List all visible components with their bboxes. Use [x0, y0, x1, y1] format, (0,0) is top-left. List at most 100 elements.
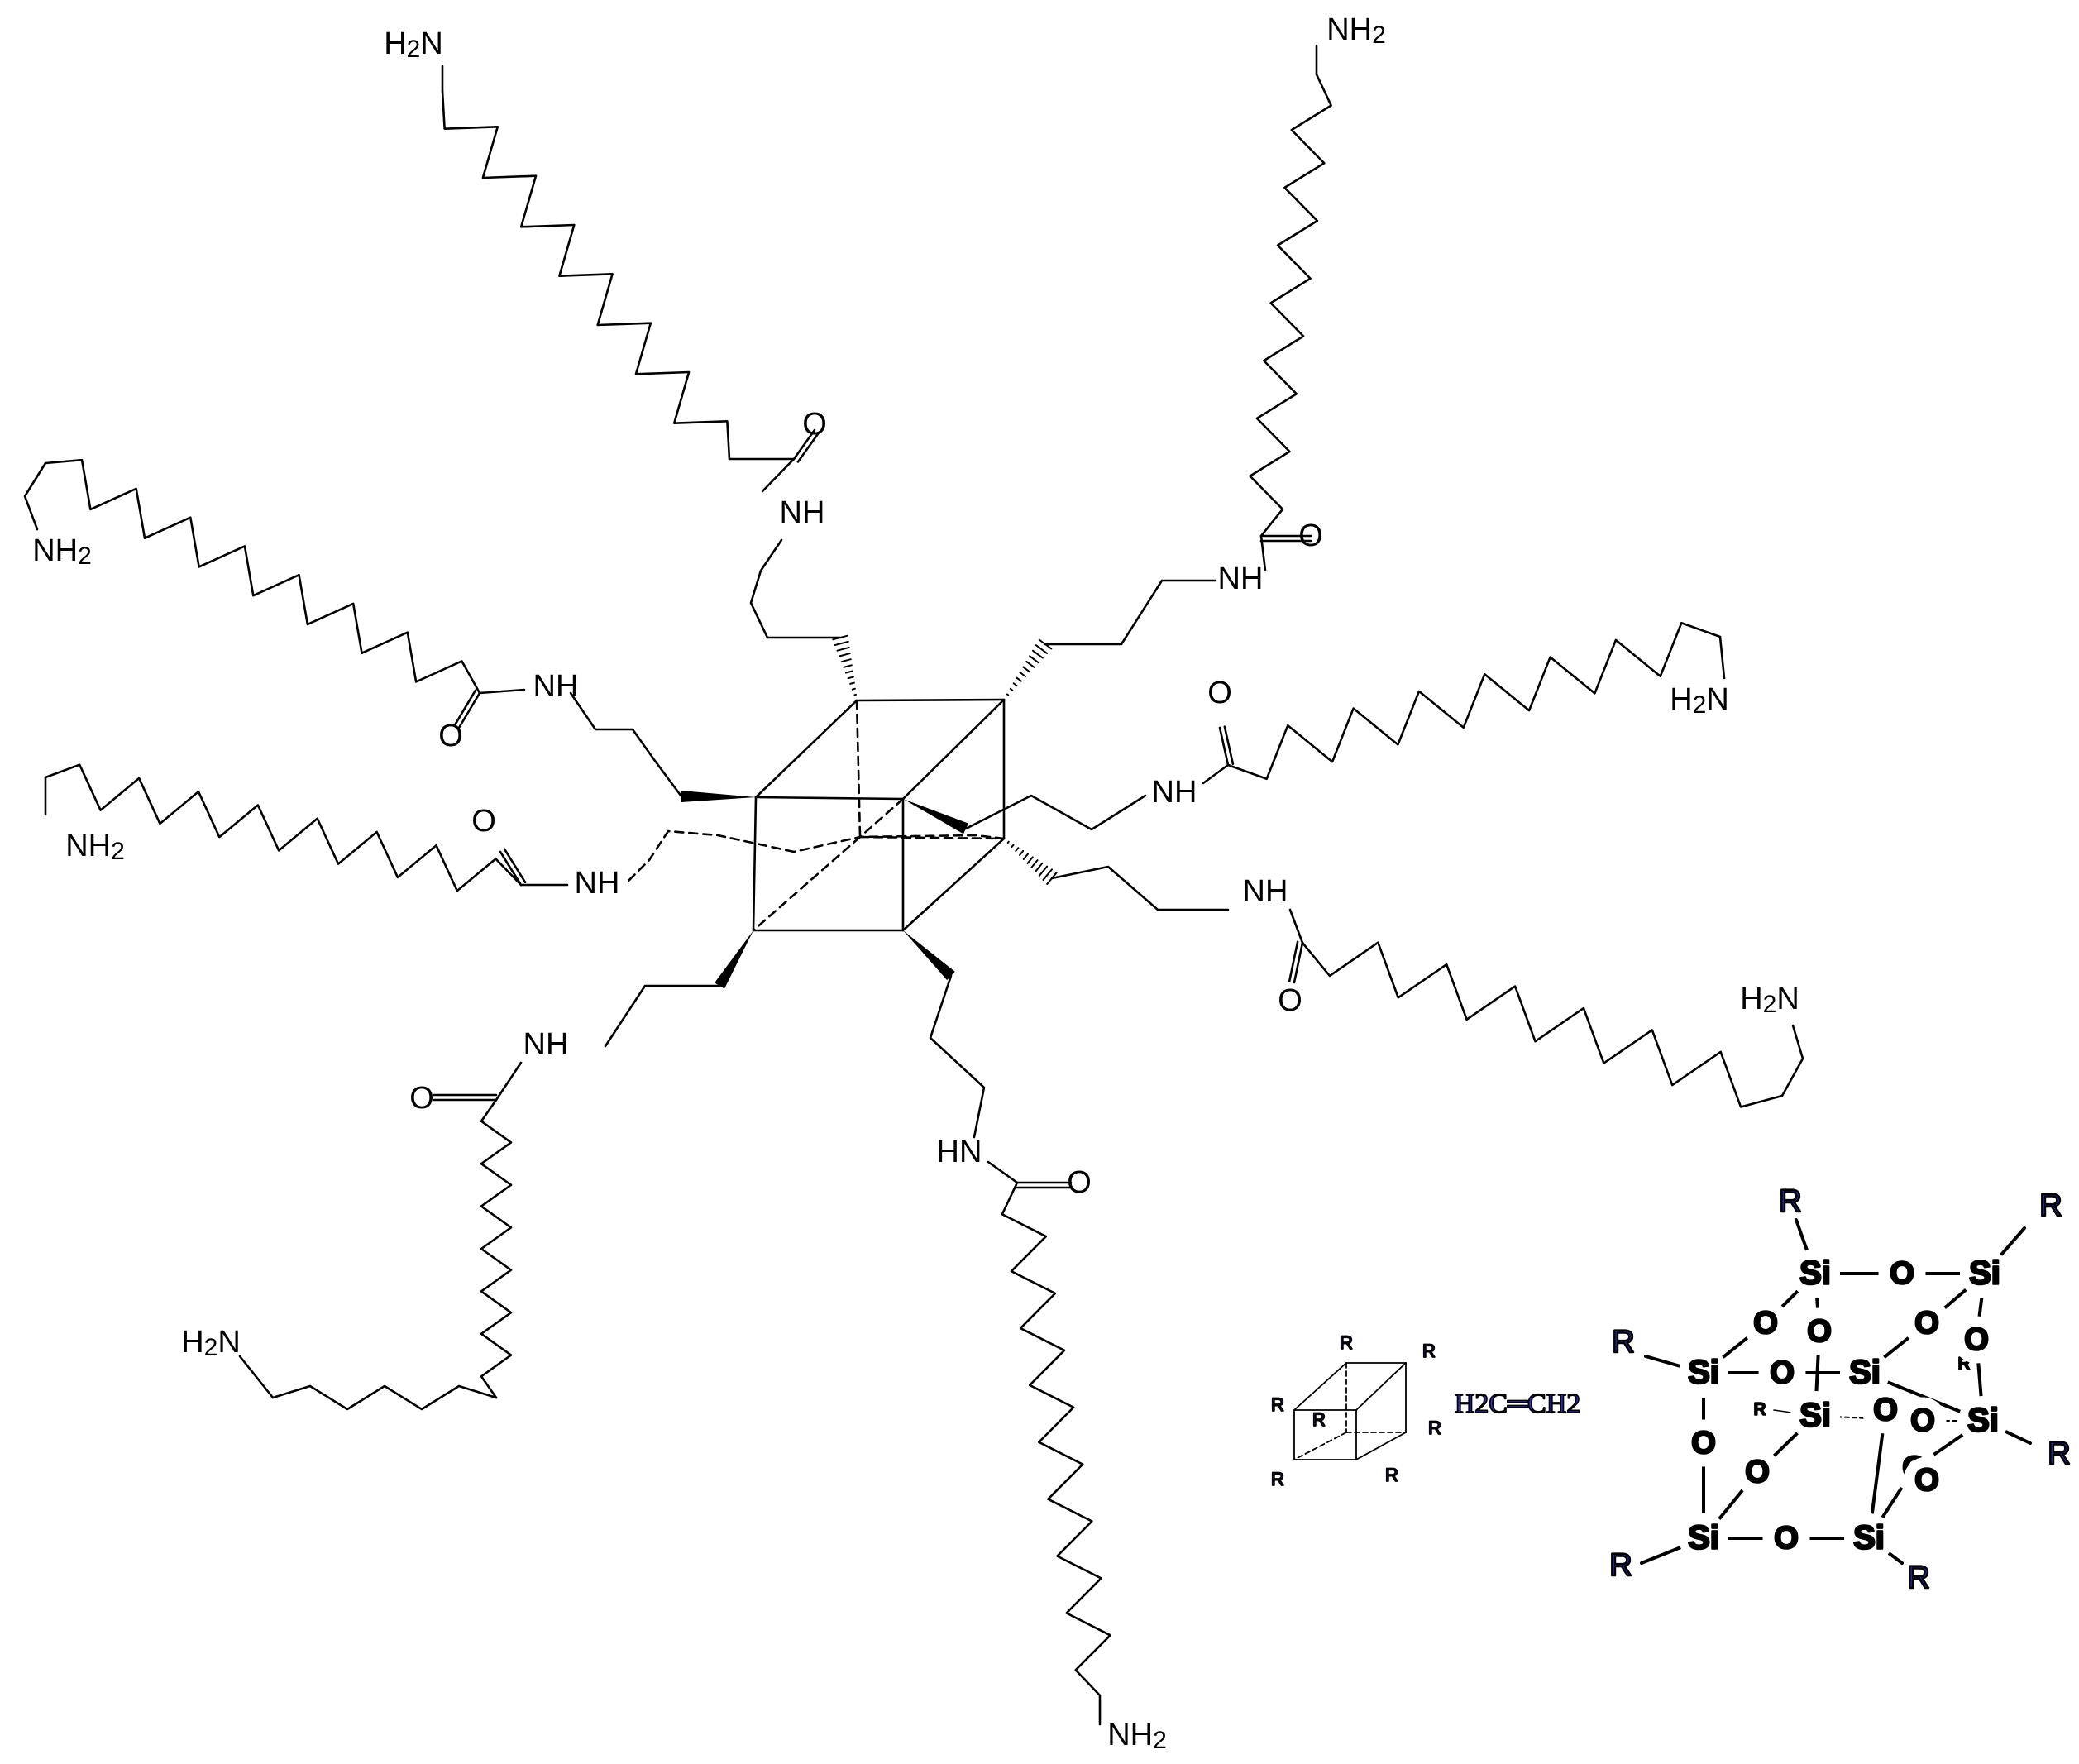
hashed-bond	[853, 689, 855, 690]
hashed-bond	[1028, 857, 1033, 863]
hashed-bond	[1036, 645, 1047, 653]
dodecyl-chain	[45, 460, 480, 693]
dodecyl-chain	[1250, 74, 1331, 536]
oxygen-label: O	[471, 804, 496, 839]
amide-bond	[1203, 765, 1228, 783]
cubane-hidden-edges	[628, 700, 1004, 930]
cube-edge	[903, 839, 1004, 930]
oxygen-label: O	[1298, 519, 1323, 553]
substituent-r-label: R	[2048, 1437, 2070, 1471]
wedge-bond	[715, 930, 753, 989]
oxygen-label: O	[1807, 1314, 1832, 1349]
hashed-bond	[1023, 667, 1030, 672]
nh-label: NH	[1218, 562, 1264, 596]
alkyl-bond	[1782, 1025, 1803, 1096]
cube-icon-edge	[1294, 1363, 1346, 1410]
oxygen-label: O	[1774, 1521, 1799, 1556]
propyl-linker	[751, 540, 840, 638]
hashed-bond	[1008, 842, 1009, 843]
dodecyl-chain	[1002, 1183, 1111, 1695]
substituent-r-label: R	[1754, 1400, 1766, 1418]
substituent-r-label: R	[1271, 1394, 1284, 1415]
amine-label: H2N	[181, 1325, 241, 1361]
substituent-r-label: R	[2039, 1188, 2062, 1223]
propyl-linker	[1045, 581, 1216, 644]
propyl-linker	[930, 976, 984, 1137]
oxygen-label: O	[1278, 983, 1302, 1018]
hashed-bond	[1035, 863, 1042, 872]
nh-label: NH	[523, 1027, 569, 1062]
hashed-bond	[846, 671, 853, 672]
hashed-bond	[1020, 851, 1023, 855]
cube-icon-edge	[1356, 1363, 1406, 1410]
amine-label: H2N	[384, 26, 443, 63]
hashed-bond	[1011, 689, 1013, 691]
stereo-hashed-bonds	[833, 636, 1056, 884]
dodecyl-chain	[1302, 943, 1782, 1107]
hashed-bond	[1024, 854, 1028, 859]
hashed-bond	[1030, 656, 1038, 662]
alkyl-chains	[25, 45, 1803, 1724]
amine-label: NH2	[1107, 1718, 1167, 1754]
hashed-bond	[838, 648, 849, 651]
cube-edge	[756, 797, 903, 799]
substituent-r-label: R	[1385, 1465, 1398, 1485]
nh-label: NH	[1152, 775, 1197, 810]
oxygen-label: O	[1964, 1322, 1989, 1357]
cube-hidden-edge	[860, 837, 1004, 839]
oxygen-label: O	[1914, 1306, 1939, 1341]
cube-hidden-edge	[860, 799, 903, 837]
hashed-bond	[1026, 662, 1034, 667]
wedge-bond	[903, 799, 968, 834]
silicon-label: Si	[1967, 1403, 1999, 1439]
substituent-r-label: R	[1779, 1184, 1801, 1219]
silicon-label: Si	[1799, 1398, 1831, 1434]
hashed-bond	[1020, 672, 1025, 676]
oxygen-label: O	[1770, 1355, 1795, 1390]
oxygen-label: O	[1745, 1455, 1770, 1489]
hashed-bond	[1014, 683, 1017, 686]
wedge-bond	[681, 791, 756, 802]
silicon-label: Si	[1969, 1255, 2000, 1292]
oxygen-label: O	[409, 1081, 434, 1116]
substituent-r-label: R	[1312, 1409, 1326, 1430]
silicon-label: Si	[1688, 1520, 1719, 1556]
hashed-bond	[835, 642, 848, 645]
nh-label: NH	[780, 495, 825, 530]
cube-hidden-edge	[753, 837, 860, 930]
hashed-bond	[848, 677, 853, 679]
amine-label: NH2	[32, 533, 92, 570]
hashed-bond	[850, 683, 854, 684]
dodecyl-chain	[273, 1386, 496, 1409]
substituent-r-label: R	[1271, 1469, 1284, 1489]
amide-bond	[480, 690, 524, 693]
substituent-r-label: R	[1340, 1332, 1353, 1353]
propyl-linker	[966, 796, 1145, 829]
wedge-bond	[903, 930, 955, 980]
oxygen-label: O	[802, 407, 827, 442]
oxygen-label: O	[1067, 1165, 1092, 1200]
silicon-label: Si	[1799, 1255, 1831, 1292]
hashed-bond	[1033, 651, 1043, 658]
amine-label: H2N	[1740, 982, 1799, 1018]
nh-label: NH	[533, 669, 579, 704]
hashed-bond	[1012, 844, 1014, 847]
oxygen-label: O	[438, 719, 463, 753]
hashed-bond	[1007, 694, 1008, 695]
amide-bond	[1290, 910, 1302, 943]
propyl-linker	[605, 986, 719, 1046]
hashed-bond	[839, 653, 850, 656]
dodecyl-chain	[1228, 623, 1720, 779]
oxygen-label: O	[1207, 676, 1232, 710]
propyl-linker-dashed	[628, 831, 794, 881]
hashed-bond	[844, 665, 851, 667]
silicon-label: Si	[1688, 1355, 1719, 1391]
propyl-linker	[571, 693, 681, 796]
oxygen-label: O	[1691, 1426, 1716, 1460]
amine-label: H2N	[1670, 682, 1729, 719]
hashed-bond	[1040, 867, 1047, 876]
substituent-r-label: R	[1609, 1548, 1632, 1583]
hashed-bond	[1016, 848, 1018, 851]
